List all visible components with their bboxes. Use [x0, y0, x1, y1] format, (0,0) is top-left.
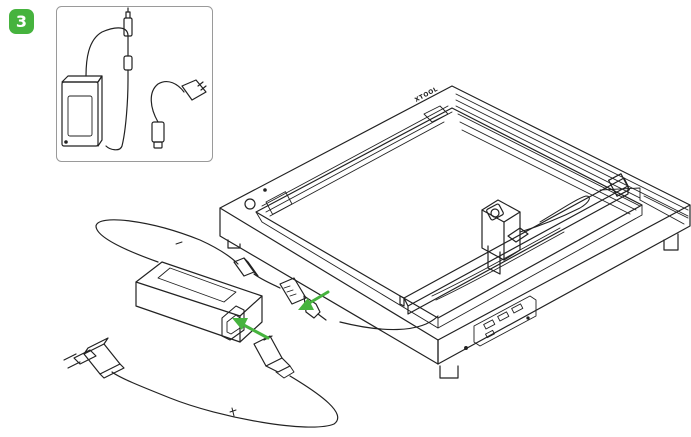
frame-dc-input-cable [339, 315, 439, 331]
eu-power-plug-icon [63, 335, 339, 428]
adapter-ferrite [233, 257, 259, 277]
frame-x-gantry [399, 173, 631, 315]
green-arrow-icon [298, 290, 330, 310]
inset-dc-cable [85, 27, 129, 77]
step-badge: 3 [9, 9, 34, 34]
inset-adapter-brick [61, 75, 103, 147]
frame-port-panel [464, 295, 537, 350]
frame-side-right [437, 204, 691, 365]
frame-inner-opening [255, 107, 643, 319]
frame-feet [227, 233, 679, 379]
green-arrow-icon [232, 318, 270, 340]
eu-plug-head [63, 337, 125, 379]
power-adapter-kit-icon [56, 6, 213, 162]
iec-connector [253, 335, 295, 379]
frame-cable-chain [519, 195, 590, 233]
adapter-dc-cable [95, 219, 239, 265]
inset-ferrite [123, 55, 133, 71]
frame-power-button [244, 198, 256, 210]
power-adapter-icon [95, 219, 327, 343]
inset-dc-plug [123, 7, 133, 37]
frame-back-rail [261, 105, 453, 217]
ac-cord [111, 371, 339, 428]
inset-eu-plug [181, 79, 207, 101]
inset-iec-connector [151, 121, 165, 149]
inset-frame [56, 6, 213, 162]
adapter-ac-socket [221, 305, 245, 341]
inset-ac-cable [150, 80, 185, 123]
laser-engraver-frame-icon: XTOOL [219, 85, 691, 379]
frame-laser-head [481, 199, 529, 275]
frame-side-left [219, 207, 439, 365]
